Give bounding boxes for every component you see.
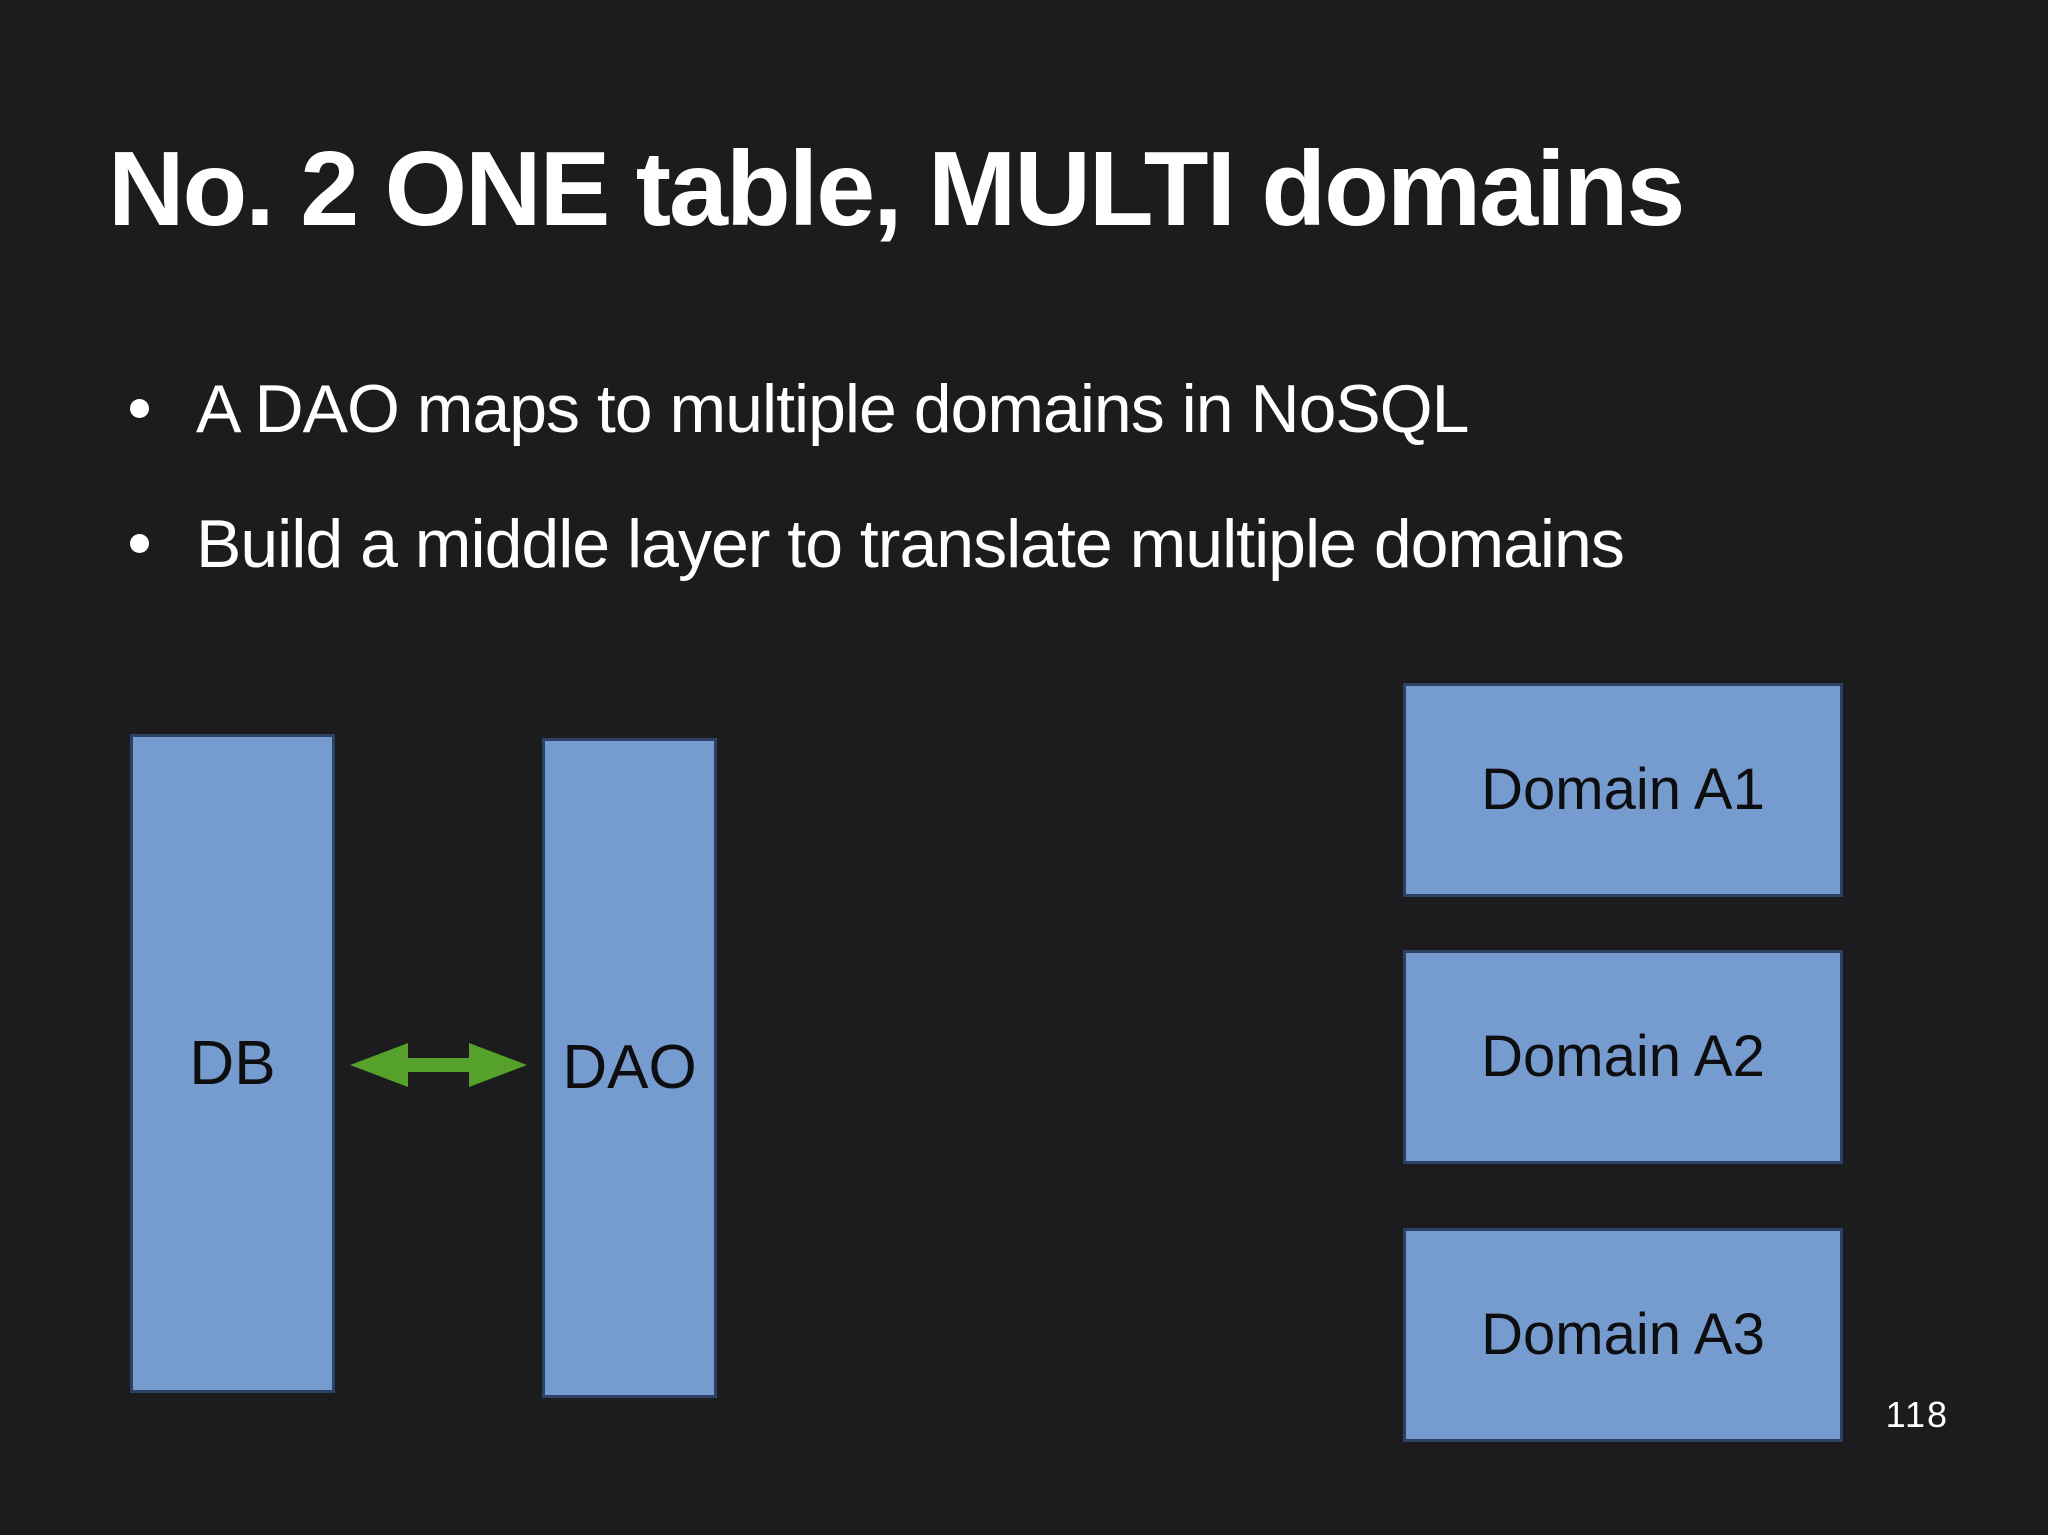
- domain-a1-label: Domain A1: [1481, 757, 1765, 822]
- domain-a2-box: Domain A2: [1403, 950, 1843, 1164]
- bullet-dot-icon: [130, 399, 149, 418]
- bullet-item: A DAO maps to multiple domains in NoSQL: [130, 371, 1469, 447]
- bullet-text: A DAO maps to multiple domains in NoSQL: [196, 371, 1469, 447]
- domain-a2-label: Domain A2: [1481, 1024, 1765, 1089]
- dao-box-label: DAO: [562, 1033, 697, 1102]
- bullet-text: Build a middle layer to translate multip…: [196, 506, 1625, 582]
- dao-box: DAO: [542, 738, 717, 1398]
- page-number: 118: [1885, 1394, 1949, 1435]
- domain-a3-label: Domain A3: [1481, 1302, 1765, 1367]
- domain-a1-box: Domain A1: [1403, 683, 1843, 897]
- domain-a3-box: Domain A3: [1403, 1228, 1843, 1442]
- bullet-item: Build a middle layer to translate multip…: [130, 506, 1625, 582]
- db-box-label: DB: [189, 1028, 276, 1098]
- slide-title: No. 2 ONE table, MULTI domains: [108, 130, 1685, 248]
- bullet-dot-icon: [130, 534, 149, 553]
- db-box: DB: [130, 734, 335, 1393]
- double-arrow-icon: [350, 1043, 527, 1087]
